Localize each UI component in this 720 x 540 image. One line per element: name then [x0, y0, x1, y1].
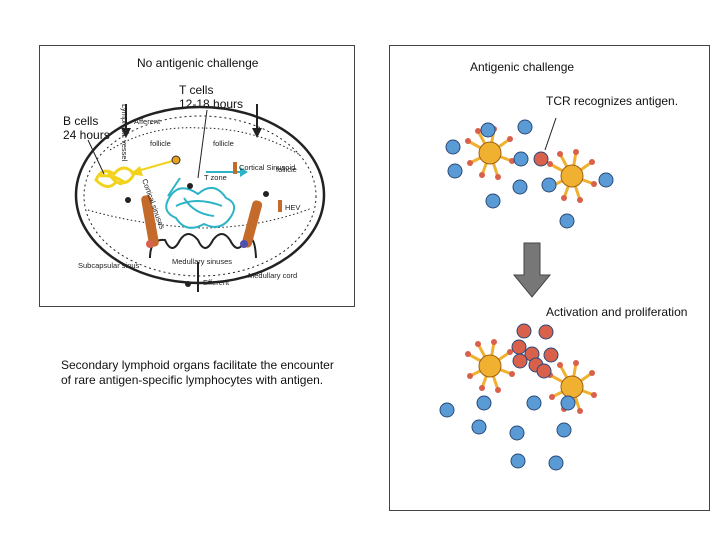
t-cell-arrow [240, 167, 248, 177]
subcapsular-sinus-label: Subcapsular sinus [78, 261, 140, 270]
tcr-pointer [544, 117, 557, 151]
dendritic-cell [465, 339, 515, 393]
t-cell-path [165, 177, 236, 229]
medullary-cord-label: Medullary cord [248, 271, 297, 280]
proliferating-t-cell [543, 347, 559, 363]
naive-t-cell [513, 151, 529, 167]
cell [146, 240, 154, 248]
activated-t-cell [533, 151, 549, 167]
tcr-label: TCR recognizes antigen. [546, 94, 679, 108]
cell [263, 191, 269, 197]
naive-t-cell [510, 453, 526, 469]
cell [187, 183, 193, 189]
naive-t-cell [485, 193, 501, 209]
cortical-sinusoid-label: Cortical Sinusoid [239, 163, 295, 172]
caption-line-1: Secondary lymphoid organs facilitate the… [61, 358, 334, 372]
naive-t-cell [541, 177, 557, 193]
naive-t-cell [598, 172, 614, 188]
t-cells-pointer [197, 109, 208, 179]
antigenic-challenge-panel [389, 45, 710, 511]
b-cells-time-label: 24 hours [63, 128, 110, 142]
b-cells-pointer [87, 139, 105, 175]
naive-t-cell [560, 395, 576, 411]
t-zone-label: T zone [204, 173, 227, 182]
naive-t-cell [509, 425, 525, 441]
proliferating-t-cell [538, 324, 554, 340]
subcapsular-sinus [83, 115, 317, 277]
t-cells-label: T cells [179, 83, 214, 97]
hev-left [141, 195, 159, 247]
cell [240, 240, 248, 248]
naive-t-cell [445, 139, 461, 155]
naive-t-cell [471, 419, 487, 435]
dendritic-cell [465, 126, 515, 180]
naive-t-cell [512, 179, 528, 195]
follicle-label-left: follicle [150, 139, 171, 148]
naive-t-cell [548, 455, 564, 471]
b-cells-label: B cells [63, 114, 99, 128]
activation-label: Activation and proliferation [546, 305, 688, 319]
cortical-sinusoid-box [233, 162, 237, 174]
afferent-arrow-right [252, 128, 262, 138]
medullary-sinuses-label: Medullary sinuses [172, 257, 232, 266]
proliferating-t-cell [511, 339, 527, 355]
efferent-label: Efferent [203, 278, 230, 287]
naive-t-cell [517, 119, 533, 135]
naive-t-cell [556, 422, 572, 438]
efferent-cell [185, 281, 191, 287]
follicle-label-center: follicle [213, 139, 234, 148]
proliferating-t-cell [536, 363, 552, 379]
naive-t-cell [559, 213, 575, 229]
naive-t-cell [480, 122, 496, 138]
caption-line-2: of rare antigen-specific lymphocytes wit… [61, 373, 324, 387]
follicle-boundary [109, 127, 301, 156]
naive-t-cell [526, 395, 542, 411]
cell [171, 155, 181, 165]
naive-t-cell [439, 402, 455, 418]
cortex-boundary [87, 207, 313, 229]
naive-t-cell [476, 395, 492, 411]
proliferating-t-cell [512, 353, 528, 369]
cell [125, 197, 131, 203]
naive-t-cell [447, 163, 463, 179]
afferent-label: Afferent [134, 117, 161, 126]
hev-label: HEV [285, 203, 300, 212]
lymphatic-vessel-label: Lymphatic vessel [120, 104, 129, 162]
proliferating-t-cell [516, 323, 532, 339]
hev-legend-box [278, 200, 282, 212]
afferent-arrow-left [121, 128, 131, 138]
left-panel-title: No antigenic challenge [137, 56, 259, 70]
follicle-label-right: follicle [276, 165, 297, 174]
b-cell-arrow [130, 166, 143, 176]
lymph-node-capsule [74, 105, 326, 285]
hev-right [241, 200, 263, 248]
down-arrow [512, 242, 552, 298]
right-panel-title: Antigenic challenge [470, 60, 575, 74]
dendritic-cell [547, 149, 597, 203]
